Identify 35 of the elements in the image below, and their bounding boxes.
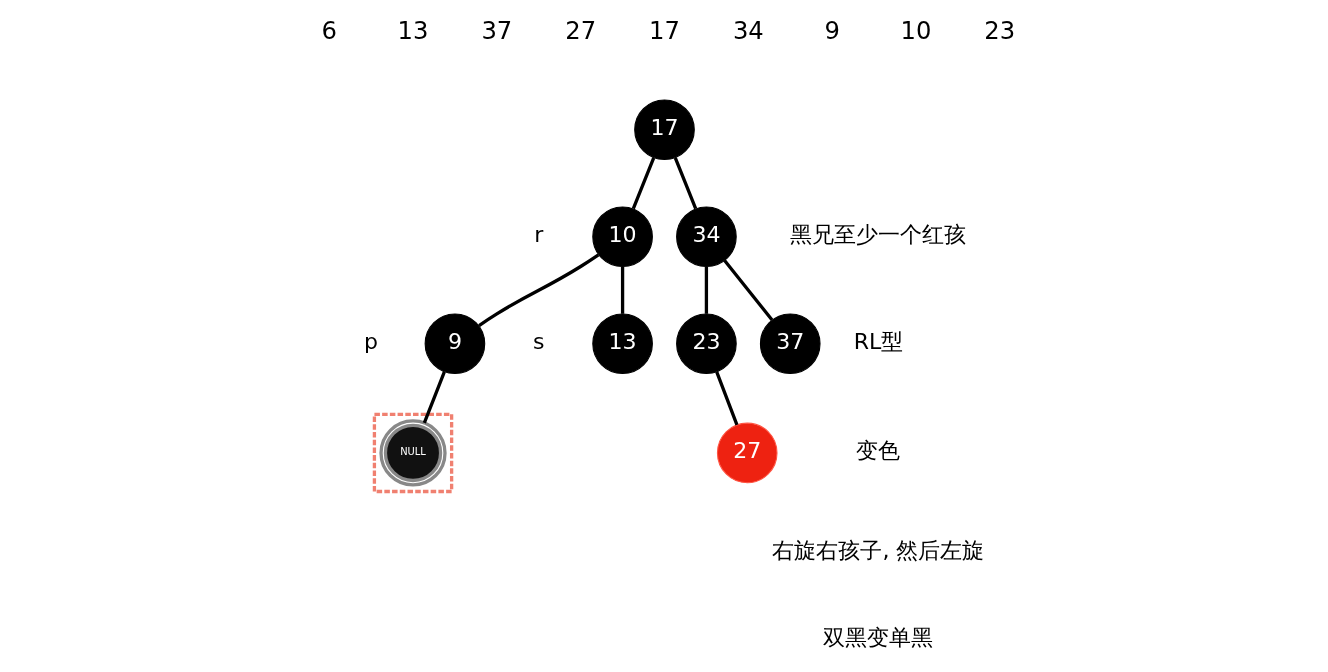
connector [477,253,599,327]
connector [620,266,624,314]
label: 右旋右孩子, 然后左旋 [771,537,984,563]
connector [631,157,655,210]
connector [722,259,773,321]
label: 6 [320,15,337,45]
label: 黑兄至少一个红孩 [789,222,966,248]
connector [673,157,697,210]
node-circle: 9 [424,313,485,375]
label: 10 [900,15,931,45]
node-circle: NULL [378,419,447,487]
node-label: r [533,222,543,248]
node-circle: 23 [675,313,737,375]
node-circle: 37 [759,313,821,375]
label: RL型 [853,329,903,355]
node-label: p [363,329,378,355]
label: 34 [732,15,764,45]
label: 双黑变单黑 [822,624,933,650]
connector [714,371,738,426]
node-circle: 17 [633,99,695,161]
label: 9 [823,15,840,45]
node-circle: 13 [591,313,653,375]
node-circle: 10 [591,206,653,268]
label: 23 [983,15,1015,45]
label: 27 [564,15,596,45]
node-circle: 34 [675,206,737,268]
connector [422,371,446,424]
label: 37 [480,15,512,45]
label: 变色 [855,438,900,464]
cluster [372,412,453,494]
node-circle: 27 [716,422,778,484]
node-label: s [532,329,545,355]
label: 13 [397,15,428,45]
connector [704,266,708,314]
label: 17 [648,15,680,45]
